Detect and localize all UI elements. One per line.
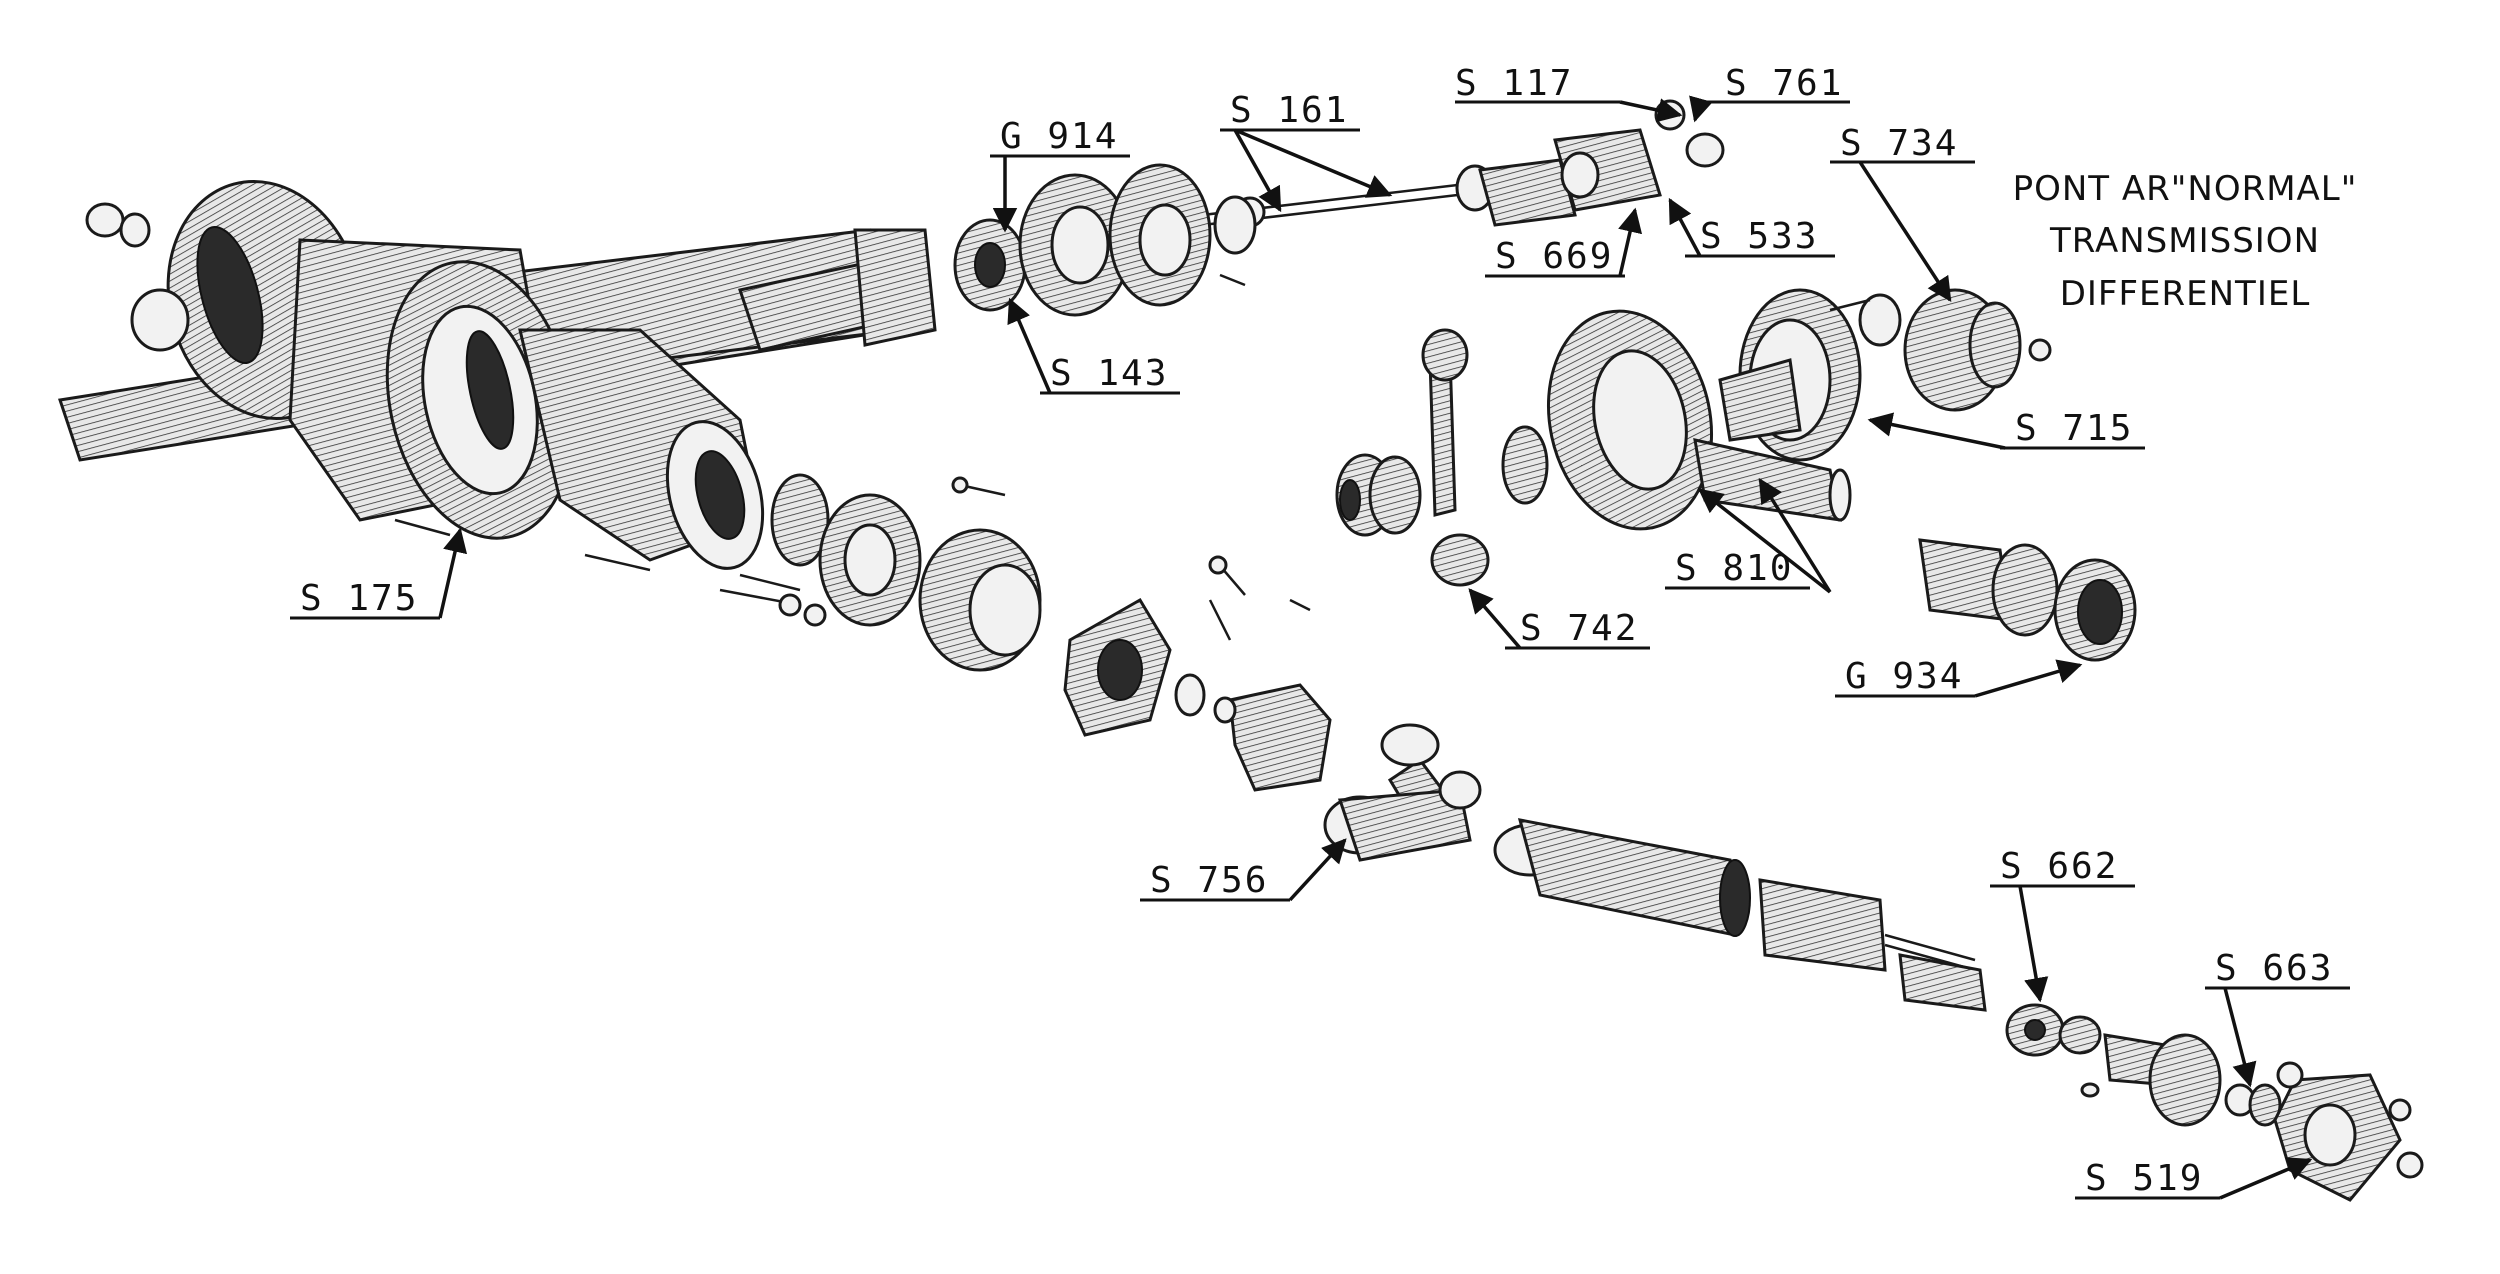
callout-S143: S 143 <box>1007 297 1180 395</box>
svg-text:G 934: G 934 <box>1845 656 1963 697</box>
callout-S663: S 663 <box>2205 948 2350 1088</box>
callout-S175: S 175 <box>290 527 468 620</box>
callout-G914: G 914 <box>990 116 1130 233</box>
callout-S756: S 756 <box>1140 838 1347 902</box>
hub-bearing-G914-S143 <box>853 163 1257 347</box>
callout-S669: S 669 <box>1485 207 1643 278</box>
nose-housing <box>394 328 1311 672</box>
callout-S734: S 734 <box>1830 123 1975 303</box>
diagram-title: PONT AR"NORMAL" TRANSMISSION DIFFERENTIE… <box>2013 169 2358 314</box>
callout-S662: S 662 <box>1990 846 2135 1003</box>
callout-S161: S 161 <box>1220 90 1393 213</box>
svg-text:S 761: S 761 <box>1725 63 1843 104</box>
pinion-bearing-G934 <box>1918 538 2137 662</box>
svg-text:S 734: S 734 <box>1840 123 1958 164</box>
title-line-1: PONT AR"NORMAL" <box>2013 169 2358 209</box>
universal-joint-S756 <box>1323 723 1482 862</box>
callout-S519: S 519 <box>2075 1157 2313 1200</box>
svg-text:S 143: S 143 <box>1050 353 1168 394</box>
svg-text:S 742: S 742 <box>1520 608 1638 649</box>
front-coupling-assembly <box>2005 1003 2424 1202</box>
torque-tube <box>1493 818 1987 1012</box>
svg-text:S 662: S 662 <box>2000 846 2118 887</box>
axle-housing <box>58 180 902 540</box>
svg-text:S 810: S 810 <box>1675 548 1793 589</box>
callouts: S 117 S 761 G 914 S 161 S 734 <box>290 63 2350 1200</box>
callout-S715: S 715 <box>1867 408 2145 450</box>
svg-text:S 533: S 533 <box>1700 216 1818 257</box>
callout-S810: S 810 <box>1665 477 1832 594</box>
differential-assembly <box>1335 288 2052 587</box>
svg-text:S 519: S 519 <box>2085 1158 2203 1199</box>
svg-text:S 117: S 117 <box>1455 63 1573 104</box>
svg-text:S 175: S 175 <box>300 578 418 619</box>
callout-G934: G 934 <box>1835 656 2083 698</box>
title-line-3: DIFFERENTIEL <box>2060 274 2311 314</box>
svg-text:S 669: S 669 <box>1495 236 1613 277</box>
callout-S742: S 742 <box>1468 588 1650 650</box>
half-shaft-S161 <box>1159 99 1725 232</box>
callout-S761: S 761 <box>1689 63 1850 123</box>
svg-text:S 715: S 715 <box>2015 408 2133 449</box>
svg-text:S 161: S 161 <box>1230 90 1348 131</box>
svg-text:S 756: S 756 <box>1150 860 1268 901</box>
svg-text:G 914: G 914 <box>1000 116 1118 157</box>
title-line-2: TRANSMISSION <box>2049 221 2320 261</box>
callout-S533: S 533 <box>1668 197 1835 258</box>
pinion-flange-assembly <box>1063 597 1332 792</box>
callout-S117: S 117 <box>1455 63 1683 123</box>
svg-text:S 663: S 663 <box>2215 948 2333 989</box>
